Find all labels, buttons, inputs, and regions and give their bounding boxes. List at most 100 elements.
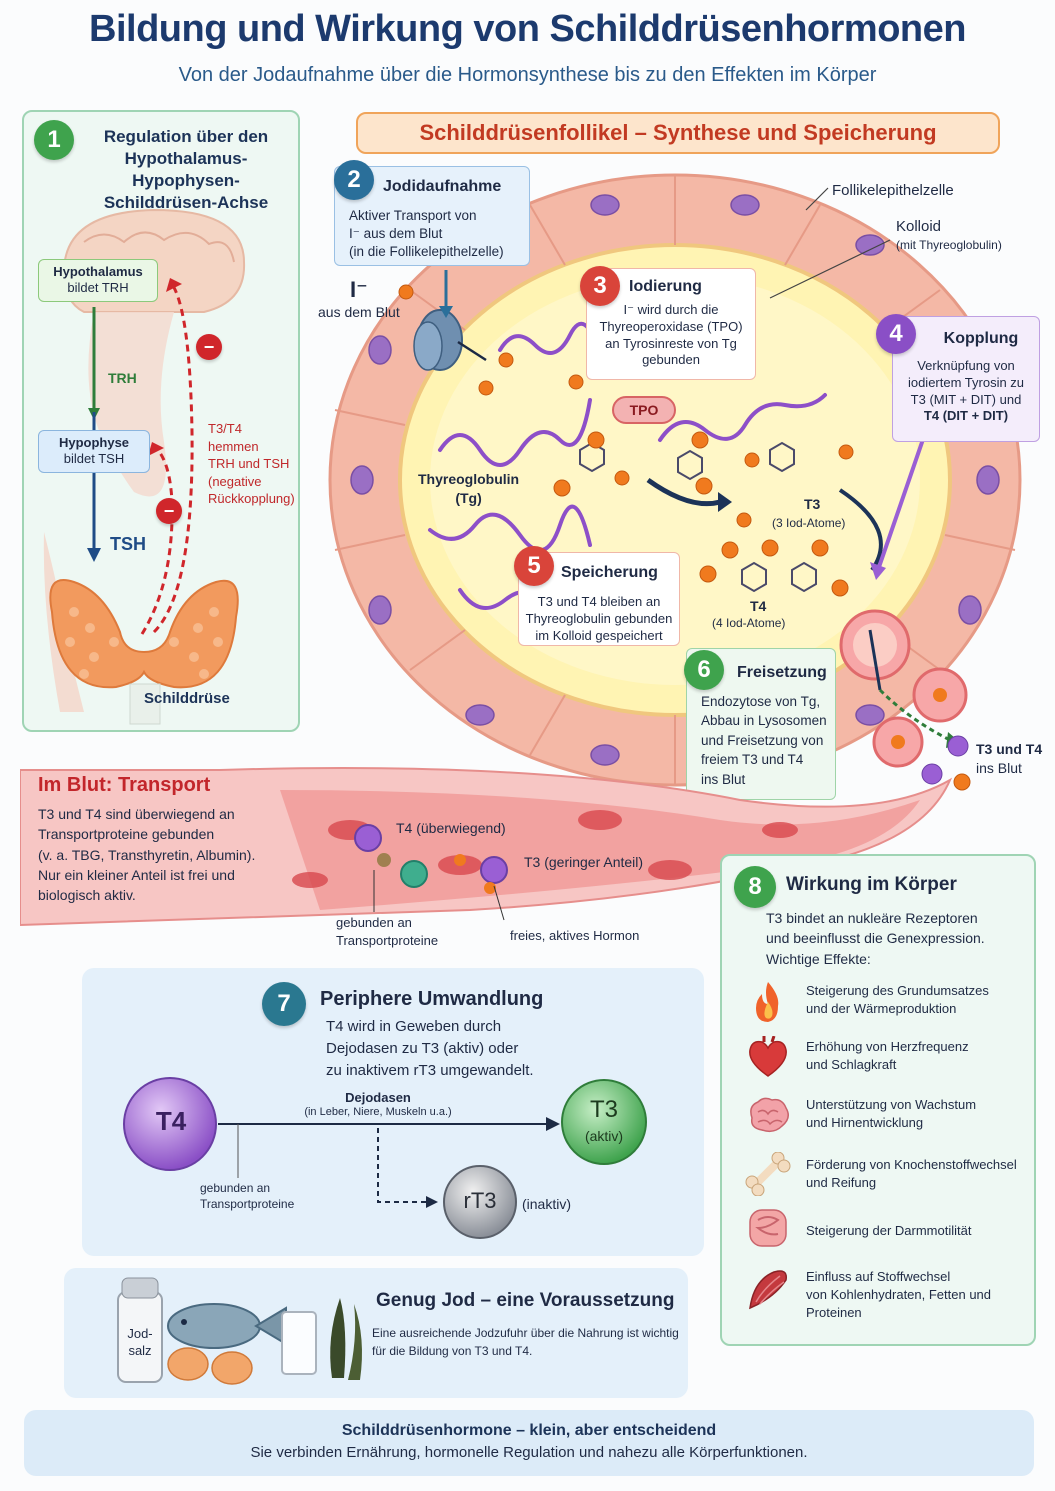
blood-line: Transportproteine gebunden: [38, 826, 215, 843]
bound-line: Transportproteine: [336, 932, 439, 948]
salt-shaker-cap: [121, 1277, 159, 1299]
vessel-lumen: [280, 790, 920, 910]
effect-line: Einfluss auf Stoffwechsel: [806, 1269, 951, 1284]
feedback-line: hemmen: [208, 438, 259, 454]
tg-line: Thyreoglobulin: [418, 471, 520, 487]
free-label: freies, aktives Hormon: [510, 928, 640, 943]
step-badge-1: 1: [34, 120, 74, 160]
trh-label: TRH: [108, 370, 137, 386]
conversion-line: T4 wird in Geweben durch: [326, 1018, 502, 1035]
axis-title-line: Regulation über den: [103, 127, 269, 146]
minus-icon: −: [156, 498, 182, 524]
hypothalamus-box: Hypothalamus bildet TRH: [38, 259, 158, 302]
effect-line: und der Wärmeproduktion: [806, 1001, 957, 1017]
blood-line: Nur ein kleiner Anteil ist frei und: [38, 866, 235, 883]
conversion-line: Dejodasen zu T3 (aktiv) oder: [326, 1039, 519, 1057]
iodine-line: Eine ausreichende Jodzufuhr über die Nah…: [372, 1326, 679, 1340]
rt3-sub: (inaktiv): [522, 1196, 572, 1212]
effect-line: Proteinen: [806, 1305, 862, 1321]
intestine-icon: [749, 1209, 787, 1247]
step5-line: T3 und T4 bleiben an: [537, 593, 661, 609]
seaweed: [348, 1304, 362, 1380]
t4-sphere-label: T4: [155, 1106, 187, 1136]
enzyme-sub: (in Leber, Niere, Muskeln u.a.): [304, 1106, 452, 1118]
effects-intro-line: und beeinflusst die Genexpression.: [766, 930, 985, 947]
t4-sub: (4 Iod-Atome): [712, 616, 786, 630]
step2-text: Aktiver Transport von I⁻ aus dem Blut (i…: [349, 207, 504, 262]
conversion-panel: 7 Periphere Umwandlung T4 wird in Gewebe…: [82, 968, 704, 1256]
effect-line: Steigerung des Grundumsatzes: [806, 983, 989, 998]
effect-line: Unterstützung von Wachstum: [806, 1097, 977, 1112]
trachea: [129, 683, 161, 725]
blood-line: T3 und T4 sind überwiegend an: [38, 806, 235, 822]
release-line: T3 und T4: [976, 741, 1043, 757]
iodine-text: Eine ausreichende Jodzufuhr über die Nah…: [372, 1324, 679, 1360]
tpo-enzyme: TPO: [612, 396, 676, 424]
release-line: ins Blut: [976, 759, 1022, 776]
brain-folds: [83, 231, 235, 263]
axis-title-line: Hypothalamus-Hypophysen-: [124, 149, 248, 191]
blood-t3-molecule: [454, 854, 466, 866]
kolloid-label: Kolloid: [896, 218, 942, 235]
effect-item: Steigerung der Darmmotilität: [806, 1222, 971, 1240]
iodine-line: für die Bildung von T3 und T4.: [372, 1344, 533, 1358]
feedback-line: Rückkopplung): [208, 491, 295, 507]
step6-title: Freisetzung: [737, 664, 827, 681]
thyroid-texture: [65, 607, 223, 679]
step6-line: und Freisetzung von: [701, 732, 824, 748]
brain-icon: [750, 1097, 789, 1133]
step6-line: freiem T3 und T4: [701, 752, 804, 768]
tsh-label: TSH: [110, 534, 146, 554]
step2-line: I⁻ aus dem Blut: [349, 226, 443, 242]
rt3-sphere-label: rT3: [463, 1188, 497, 1213]
feedback-to-hypothalamus: [152, 283, 194, 634]
effect-line: von Kohlenhydraten, Fetten und: [806, 1287, 992, 1303]
page-title: Bildung und Wirkung von Schilddrüsenhorm…: [89, 8, 966, 50]
kolloid-leader: [769, 239, 891, 299]
hypothalamus-sub: bildet TRH: [67, 280, 129, 296]
salt-line: Jod-: [127, 1326, 153, 1341]
blood-line: biologisch aktiv.: [38, 887, 136, 904]
salt-label: Jod- salz: [120, 1326, 160, 1360]
blood-vessel: [20, 767, 953, 927]
conversion-arrow-head: [546, 1117, 560, 1131]
iodide-dots: [398, 284, 854, 528]
hypophyse-box: Hypophyse bildet TSH: [38, 430, 150, 473]
conversion-line: zu inaktivem rT3 umgewandelt.: [326, 1061, 534, 1079]
enzyme-label: Dejodasen: [345, 1090, 411, 1105]
step5-box: Speicherung T3 und T4 bleiben an Thyreog…: [518, 552, 680, 646]
step4-line: Verknüpfung von: [917, 357, 1015, 373]
effects-title: Wirkung im Körper: [786, 874, 957, 895]
kopplung-pointer-head: [870, 562, 886, 580]
iodine-title: Genug Jod – eine Voraussetzung: [376, 1290, 675, 1311]
step5-line: im Kolloid gespeichert: [535, 627, 663, 643]
conversion-bound-line: gebunden an: [200, 1181, 271, 1195]
lysosomes: [839, 609, 968, 768]
conversion-text: T4 wird in Geweben durch Dejodasen zu T3…: [326, 1016, 534, 1081]
hypophyse-title: Hypophyse: [58, 435, 130, 450]
t4-label: T4: [750, 598, 767, 614]
heart-icon: [749, 1036, 787, 1077]
effect-line: Erhöhung von Herzfrequenz: [806, 1039, 969, 1054]
effects-panel: 8 Wirkung im Körper T3 bindet an nukleär…: [720, 854, 1036, 1346]
fish-body: [167, 1303, 261, 1349]
step3-line: I⁻ wird durch die: [623, 301, 719, 317]
effect-line: Steigerung der Darmmotilität: [806, 1223, 972, 1238]
thyroid-gland: [49, 579, 239, 689]
bound-label: gebunden an Transportproteine: [336, 914, 438, 949]
t3t4-curve-arrow: [838, 488, 883, 572]
step2-title: Jodidaufnahme: [383, 178, 502, 195]
arrow-tsh-head: [87, 548, 101, 562]
hypothalamus-title: Hypothalamus: [53, 264, 143, 279]
feedback-head-2: [148, 442, 164, 456]
step3-line: an Tyrosinreste von Tg: [605, 335, 737, 351]
step4-title: Kopplung: [943, 330, 1019, 347]
blood-t3-molecule: [484, 882, 496, 894]
tyrosine-rings: [579, 441, 817, 593]
feedback-line: TRH und TSH: [208, 456, 290, 472]
tg-line: (Tg): [455, 489, 482, 506]
rt3-arrow-head: [426, 1196, 438, 1208]
kolloid-sub: (mit Thyreoglobulin): [896, 238, 1002, 252]
iodine-panel: Jod- salz Genug Jod – eine Voraussetzung…: [64, 1268, 688, 1398]
bound-line: gebunden an: [336, 915, 412, 930]
